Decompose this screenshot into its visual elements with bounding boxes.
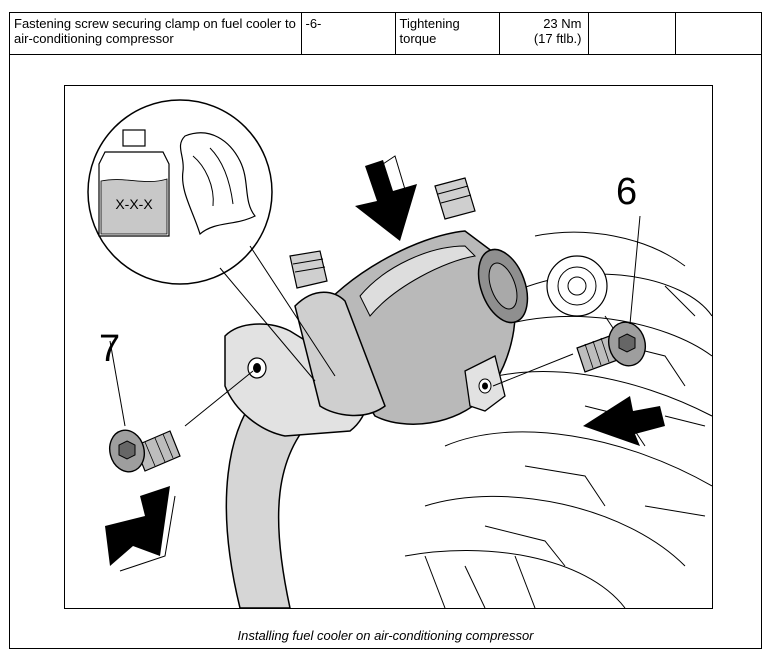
arrow-down: [355, 155, 417, 241]
spec-type: Tightening torque: [395, 13, 500, 55]
arrow-up-right: [105, 486, 176, 572]
figure-caption: Installing fuel cooler on air-conditioni…: [237, 628, 534, 643]
spec-extra-cell-1: [588, 13, 676, 55]
spec-table-row: Fastening screw securing clamp on fuel c…: [10, 13, 761, 55]
compressor-boss: [546, 255, 608, 317]
screw-6: [576, 321, 646, 373]
installation-figure: X-X-X 6 7: [64, 85, 713, 609]
arrow-left: [583, 396, 665, 446]
cloth-icon: [179, 132, 256, 236]
spec-value: 23 Nm (17 ftlb.): [499, 13, 589, 55]
installation-illustration: X-X-X 6 7: [87, 99, 712, 608]
screw-leader-lines: [109, 215, 641, 427]
sealant-bottle-icon: X-X-X: [98, 129, 170, 237]
spec-value-imperial: (17 ftlb.): [533, 31, 582, 46]
callout-7: 7: [99, 328, 120, 370]
screw-7: [109, 429, 181, 473]
fuel-cooler: [289, 177, 529, 425]
spec-item-number: -6-: [301, 13, 396, 55]
inset-detail: X-X-X: [87, 99, 336, 382]
spec-extra-cell-2: [675, 13, 761, 55]
callout-6: 6: [616, 171, 637, 213]
fuel-pipe: [225, 385, 317, 608]
bottle-label: X-X-X: [115, 196, 153, 212]
compressor-background: [404, 231, 712, 608]
spec-value-metric: 23 Nm: [543, 16, 582, 31]
spec-table: Fastening screw securing clamp on fuel c…: [10, 13, 761, 55]
procedure-frame: Fastening screw securing clamp on fuel c…: [9, 12, 762, 649]
spec-description: Fastening screw securing clamp on fuel c…: [10, 13, 302, 55]
